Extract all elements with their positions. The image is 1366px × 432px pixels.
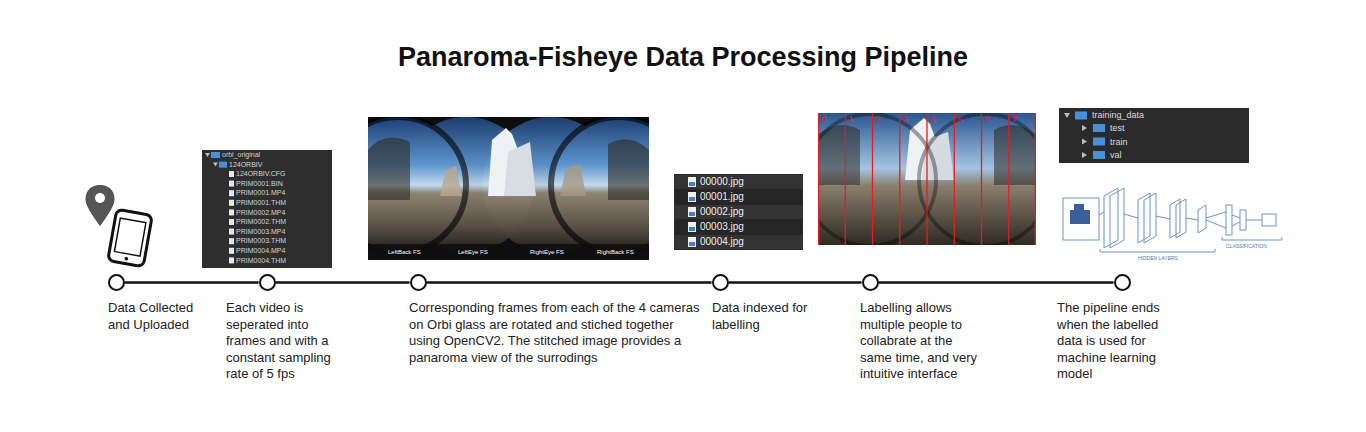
fisheye-image bbox=[368, 117, 649, 260]
step-caption: Each video is seperated into frames and … bbox=[226, 300, 346, 383]
timeline-step: Data Collected and Uploaded bbox=[107, 273, 204, 333]
timeline-dot bbox=[712, 274, 729, 291]
folder-name: test bbox=[1110, 123, 1125, 134]
segment-number: 7 bbox=[1012, 114, 1017, 125]
timeline-step: Each video is seperated into frames and … bbox=[226, 273, 346, 383]
folder-name: train bbox=[1110, 137, 1128, 148]
file-name: PRIM0004.THM bbox=[236, 257, 286, 265]
step-caption: Data indexed for labelling bbox=[712, 300, 822, 333]
timeline-step: Corresponding frames from each of the 4 … bbox=[409, 273, 705, 366]
step-caption: Labelling allows multiple people to coll… bbox=[860, 300, 980, 383]
segment-number: 1 bbox=[848, 114, 853, 125]
file-name: PRIM0004.MP4 bbox=[236, 247, 285, 255]
file-listing-panel bbox=[202, 150, 332, 268]
timeline-segment bbox=[729, 281, 862, 284]
upload-icon bbox=[86, 185, 153, 267]
neural-network-sketch bbox=[1063, 188, 1282, 252]
file-name: PRIM0002.THM bbox=[236, 218, 286, 226]
file-name: 124ORBIV bbox=[229, 161, 262, 169]
segment-number: 4 bbox=[930, 114, 935, 125]
segment-number: 3 bbox=[903, 114, 908, 125]
file-name: PRIM0002.MP4 bbox=[236, 209, 285, 217]
step-caption: The pipeline ends when the labelled data… bbox=[1057, 300, 1181, 383]
file-name: PRIM0003.MP4 bbox=[236, 228, 285, 236]
file-name: 124ORBIV.CFG bbox=[236, 170, 286, 178]
timeline-step: Data indexed for labelling bbox=[711, 273, 822, 333]
image-file-name: 00000.jpg bbox=[700, 176, 744, 188]
camera-label: LeftEye FS bbox=[458, 249, 488, 256]
timeline-segment bbox=[125, 281, 259, 284]
file-name: orbi_original bbox=[222, 151, 260, 159]
file-name: PRIM0001.BIN bbox=[236, 180, 283, 188]
image-file-name: 00001.jpg bbox=[700, 191, 744, 203]
timeline-step: The pipeline ends when the labelled data… bbox=[1057, 273, 1181, 383]
camera-label: RightEye FS bbox=[530, 249, 564, 256]
camera-label: RightBack FS bbox=[597, 249, 634, 256]
labelling-image bbox=[818, 113, 1036, 245]
diagram-title: Panaroma-Fisheye Data Processing Pipelin… bbox=[0, 42, 1366, 73]
layer-label: CLASSIFICATION bbox=[1226, 243, 1267, 249]
layer-label: HIDDEN LAYERS bbox=[1138, 255, 1178, 261]
timeline-dot bbox=[862, 274, 879, 291]
image-file-name: 00004.jpg bbox=[700, 236, 744, 248]
timeline-dot bbox=[108, 274, 125, 291]
timeline-dot bbox=[410, 274, 427, 291]
step-caption: Corresponding frames from each of the 4 … bbox=[409, 300, 705, 366]
timeline-segment bbox=[276, 281, 410, 284]
folder-name: val bbox=[1110, 150, 1122, 161]
image-file-name: 00002.jpg bbox=[700, 206, 744, 218]
camera-label: LeftBack FS bbox=[388, 249, 421, 256]
timeline-dot bbox=[259, 274, 276, 291]
timeline-segment bbox=[427, 281, 712, 284]
segment-number: 6 bbox=[985, 114, 990, 125]
file-name: PRIM0001.MP4 bbox=[236, 189, 285, 197]
folder-name: training_data bbox=[1092, 110, 1144, 121]
file-name: PRIM0001.THM bbox=[236, 199, 286, 207]
timeline-segment bbox=[879, 281, 1114, 284]
segment-number: 0 bbox=[821, 114, 826, 125]
timeline-step: Labelling allows multiple people to coll… bbox=[860, 273, 980, 383]
image-file-name: 00003.jpg bbox=[700, 221, 744, 233]
image-index-panel bbox=[674, 174, 803, 250]
segment-number: 5 bbox=[957, 114, 962, 125]
segment-number: 2 bbox=[876, 114, 881, 125]
timeline-dot bbox=[1114, 274, 1131, 291]
file-name: PRIM0003.THM bbox=[236, 237, 286, 245]
training-folder-panel bbox=[1059, 108, 1249, 163]
step-caption: Data Collected and Uploaded bbox=[108, 300, 204, 333]
